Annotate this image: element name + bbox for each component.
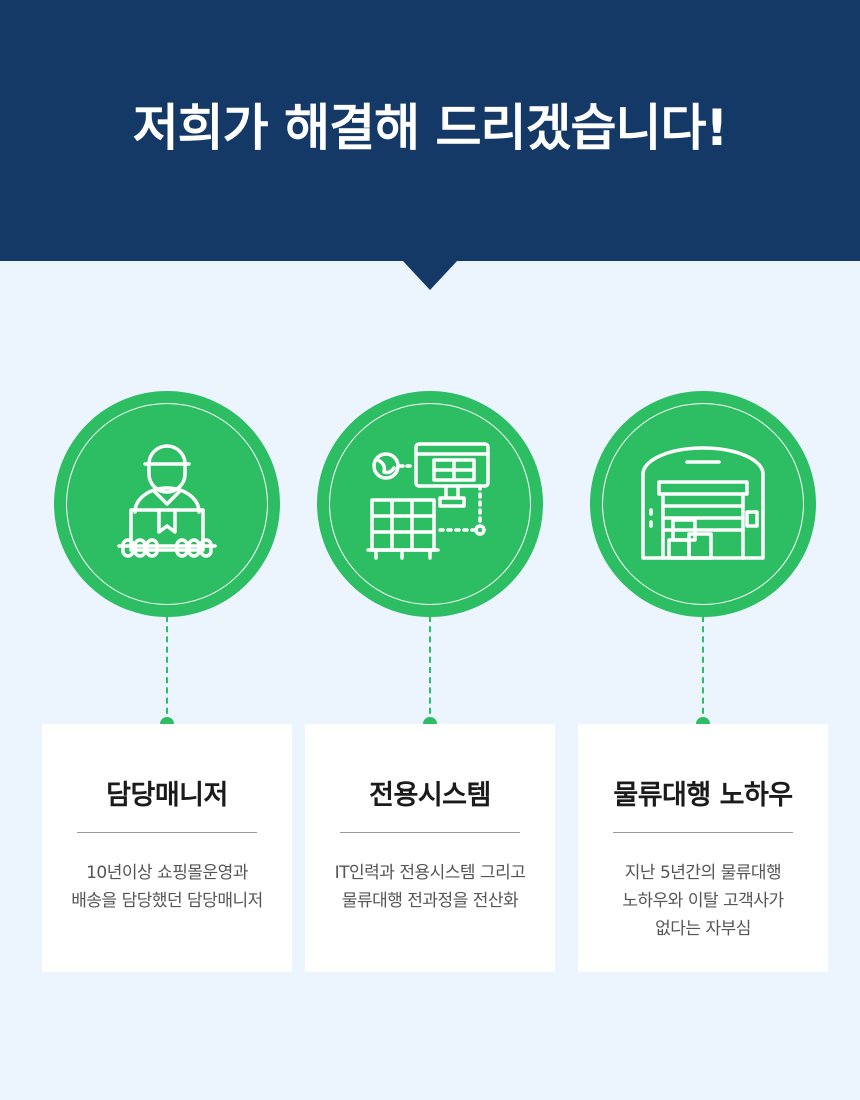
card-divider bbox=[340, 832, 520, 833]
connector-line-manager bbox=[166, 616, 168, 724]
page-title: 저희가 해결해 드리겠습니다! bbox=[132, 99, 729, 157]
warehouse-icon bbox=[641, 446, 765, 560]
connector-line-knowhow bbox=[702, 616, 704, 724]
card-title: 담당매니저 bbox=[106, 780, 228, 811]
card-title: 물류대행 노하우 bbox=[613, 780, 793, 811]
feature-circle-knowhow bbox=[590, 391, 816, 617]
card-description-line: 없다는 자부심 bbox=[655, 919, 751, 939]
card-divider bbox=[613, 832, 793, 833]
card-description-line: 10년이상 쇼핑몰운영과 bbox=[86, 863, 248, 883]
card-description-line: IT인력과 전용시스템 그리고 bbox=[334, 863, 526, 883]
logistics-system-icon bbox=[366, 442, 490, 560]
card-description-line: 배송을 담당했던 담당매니저 bbox=[71, 891, 263, 911]
card-description-line: 물류대행 전과정을 전산화 bbox=[341, 891, 519, 911]
header-banner: 저희가 해결해 드리겠습니다! bbox=[0, 0, 860, 261]
connector-line-system bbox=[429, 616, 431, 724]
card-divider bbox=[77, 832, 257, 833]
feature-card-knowhow: 물류대행 노하우 지난 5년간의 물류대행 노하우와 이탈 고객사가 없다는 자… bbox=[578, 724, 828, 972]
card-description-line: 노하우와 이탈 고객사가 bbox=[622, 891, 784, 911]
feature-circle-manager bbox=[54, 391, 280, 617]
feature-card-manager: 담당매니저 10년이상 쇼핑몰운영과 배송을 담당했던 담당매니저 bbox=[42, 724, 292, 972]
card-description: 10년이상 쇼핑몰운영과 배송을 담당했던 담당매니저 bbox=[42, 859, 292, 915]
feature-circle-system bbox=[317, 391, 543, 617]
card-description: 지난 5년간의 물류대행 노하우와 이탈 고객사가 없다는 자부심 bbox=[578, 859, 828, 943]
card-description-line: 지난 5년간의 물류대행 bbox=[624, 863, 782, 883]
delivery-man-icon bbox=[117, 444, 217, 558]
card-description: IT인력과 전용시스템 그리고 물류대행 전과정을 전산화 bbox=[305, 859, 555, 915]
card-title: 전용시스템 bbox=[369, 780, 491, 811]
header-pointer bbox=[402, 260, 458, 290]
feature-card-system: 전용시스템 IT인력과 전용시스템 그리고 물류대행 전과정을 전산화 bbox=[305, 724, 555, 972]
